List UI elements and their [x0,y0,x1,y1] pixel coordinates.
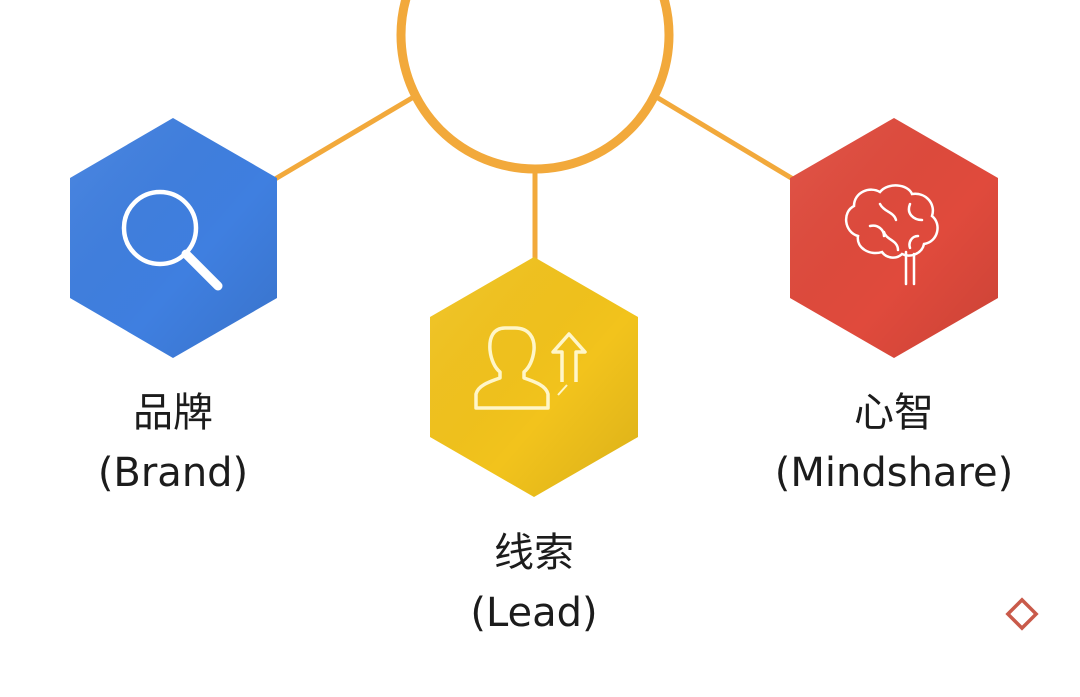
hub-circle [396,0,674,174]
label-brand-en: (Brand) [97,450,249,496]
label-lead-en: (Lead) [470,590,598,636]
hex-brand [70,118,277,358]
label-brand-zh: 品牌 [133,390,213,436]
brain-icon [845,184,939,286]
label-brand: 品牌 (Brand) [23,383,323,503]
label-mindshare: 心智 (Mindshare) [744,383,1044,503]
label-mindshare-en: (Mindshare) [774,450,1014,496]
magnifier-icon [121,189,223,291]
diamond-marker [1005,597,1039,631]
connector-brand [268,95,414,185]
label-lead-zh: 线索 [494,530,574,576]
connectors [268,95,800,260]
user-growth-icon [474,326,587,410]
hex-mindshare [790,118,998,358]
label-mindshare-zh: 心智 [854,390,934,436]
hex-lead [430,257,638,497]
connector-mindshare [656,95,800,185]
label-lead: 线索 (Lead) [384,523,684,643]
